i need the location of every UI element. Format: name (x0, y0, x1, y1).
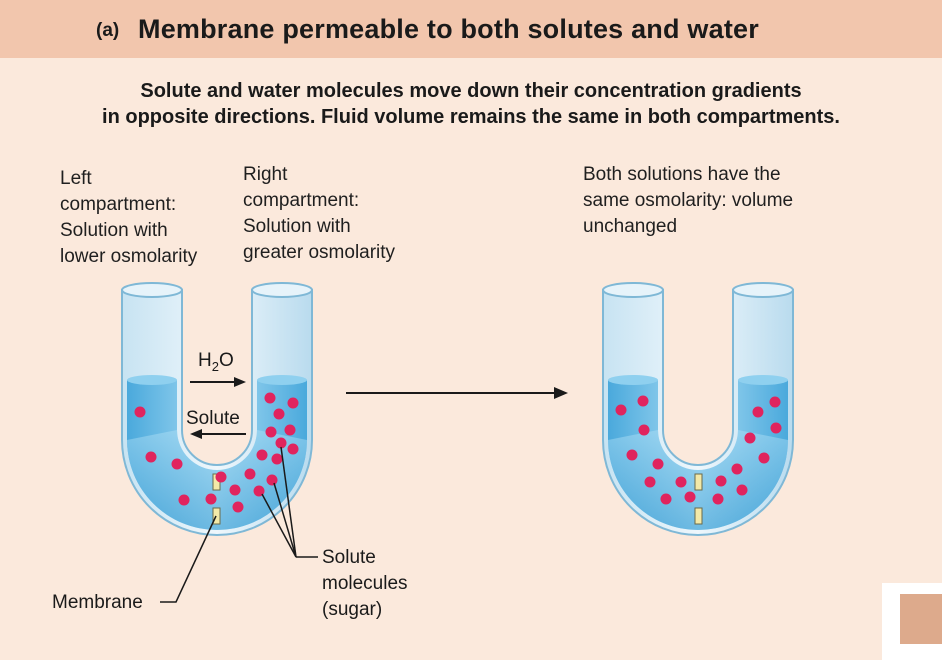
left-compartment-description: Left compartment: Solution with lower os… (60, 166, 240, 270)
solute-dot (752, 406, 764, 418)
solute-dot (271, 453, 283, 465)
solute-dot (266, 474, 278, 486)
solute-dot (232, 501, 244, 513)
right-desc-line-1: Right (243, 164, 288, 185)
water-arrow-head (234, 377, 246, 387)
liquid-surface-right (738, 375, 788, 385)
callout-lines (160, 446, 318, 603)
after-desc-line-2: same osmolarity: volume (583, 190, 794, 211)
left-desc-line-1: Left (60, 168, 92, 189)
solute-molecules-label: Solute molecules (sugar) (322, 545, 442, 623)
solute-dot (637, 395, 649, 407)
solute-dot (770, 422, 782, 434)
solute-dot (287, 397, 299, 409)
equilibrium-description: Both solutions have the same osmolarity:… (583, 162, 863, 240)
water-label-h: H (198, 350, 212, 371)
after-desc-line-3: unchanged (583, 216, 678, 237)
water-label: H2O (198, 348, 234, 380)
solute-dot (744, 432, 756, 444)
solute-dot (712, 493, 724, 505)
solute-dot (615, 404, 627, 416)
solute-dot (769, 396, 781, 408)
solute-dot (660, 493, 672, 505)
liquid-surface-left (608, 375, 658, 385)
solute-callout-line (280, 446, 297, 558)
solute-dot (178, 494, 190, 506)
solute-dot (626, 449, 638, 461)
solute-dot (229, 484, 241, 496)
solute-arrow-label: Solute (186, 408, 240, 429)
solute-dot (638, 424, 650, 436)
left-desc-line-4: lower osmolarity (60, 246, 198, 267)
solute-callout-line (261, 493, 297, 558)
tube-rim-right (251, 282, 313, 298)
solute-dot (758, 452, 770, 464)
solute-arrow-head (190, 429, 202, 439)
corner-swatch (900, 594, 942, 644)
solute-label-line-1: Solute (322, 547, 376, 568)
solute-dot (284, 424, 296, 436)
solute-dot (265, 426, 277, 438)
solute-dot (273, 408, 285, 420)
header-bar (0, 0, 942, 58)
solute-dot (244, 468, 256, 480)
solute-dot (134, 406, 146, 418)
solute-dot (736, 484, 748, 496)
after-desc-line-1: Both solutions have the (583, 164, 781, 185)
membrane-segment (212, 507, 221, 525)
solute-dot (287, 443, 299, 455)
right-desc-line-3: Solution with (243, 216, 351, 237)
solute-dots-before (134, 392, 299, 513)
water-label-subscript: 2 (211, 358, 219, 374)
liquid-surface-right (257, 375, 307, 385)
solute-dot (264, 392, 276, 404)
membrane-segment (694, 507, 703, 525)
solute-dot (652, 458, 664, 470)
solute-dot (644, 476, 656, 488)
right-desc-line-2: compartment: (243, 190, 360, 211)
water-label-o: O (218, 350, 234, 371)
membrane-segment (694, 473, 703, 491)
left-desc-line-2: compartment: (60, 194, 177, 215)
solute-dots-after (615, 395, 782, 505)
tube-rim-left (602, 282, 664, 298)
solute-dot (205, 493, 217, 505)
solute-dot (256, 449, 268, 461)
movement-arrows (190, 377, 246, 439)
u-tube-after (602, 282, 794, 536)
solute-dot (215, 471, 227, 483)
tube-rim-right (732, 282, 794, 298)
solute-label-line-2: molecules (322, 573, 408, 594)
liquid-surface-left (127, 375, 177, 385)
subtitle-line-2: in opposite directions. Fluid volume rem… (102, 106, 840, 128)
solute-dot (731, 463, 743, 475)
tube-rim-left (121, 282, 183, 298)
subtitle: Solute and water molecules move down the… (0, 78, 942, 130)
solute-label-line-3: (sugar) (322, 599, 383, 620)
solute-dot (675, 476, 687, 488)
solute-dot (171, 458, 183, 470)
panel-label: (a) (96, 20, 120, 41)
right-compartment-description: Right compartment: Solution with greater… (243, 162, 443, 266)
membrane-label: Membrane (52, 592, 143, 613)
panel-title: Membrane permeable to both solutes and w… (138, 14, 759, 44)
subtitle-line-1: Solute and water molecules move down the… (140, 80, 802, 102)
solute-dot (145, 451, 157, 463)
solute-callout-line (273, 482, 297, 558)
left-desc-line-3: Solution with (60, 220, 168, 241)
solute-dot (715, 475, 727, 487)
solute-dot (275, 437, 287, 449)
solute-dot (684, 491, 696, 503)
membrane-callout-line (160, 515, 217, 603)
right-desc-line-4: greater osmolarity (243, 242, 396, 263)
solute-dot (253, 485, 265, 497)
transition-arrow (346, 387, 568, 399)
